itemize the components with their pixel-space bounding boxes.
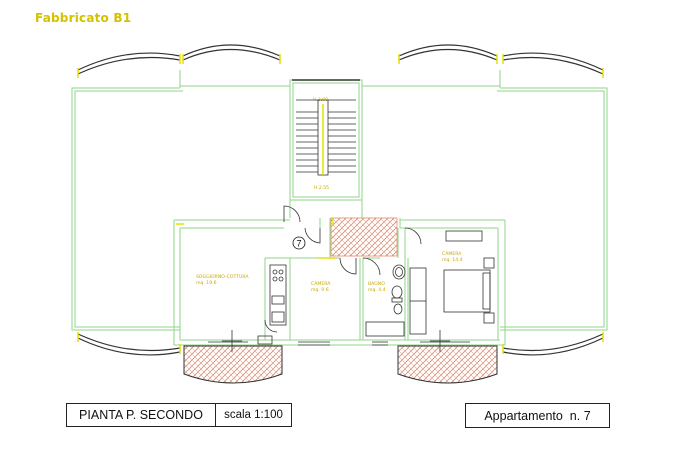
title-divider [215, 404, 216, 426]
staircase [296, 99, 356, 176]
living-label-area: mq. 19.6 [196, 281, 217, 286]
bedroom-small-label-area: mq. 9.6 [311, 288, 329, 293]
bathroom-fixtures [365, 264, 406, 337]
landing-label: H.2.55 [314, 186, 329, 192]
plan-name: PIANTA P. SECONDO [79, 408, 203, 422]
bedroom-small-label: CAMERA mq. 9.6 [311, 282, 330, 294]
stairs-label-name: H.3.00 [313, 98, 329, 103]
bath-label-area: mq. 4.4 [368, 288, 386, 293]
yellow-markers [176, 218, 336, 259]
bath-label-name: BAGNO [368, 282, 385, 287]
living-label-name: SOGGIORNO-COTTURA [196, 275, 249, 280]
balcony-rails [77, 54, 604, 354]
bedroom-large-label-area: mq. 14.4 [442, 258, 463, 263]
apartment-title-box: Appartamento n. 7 [465, 403, 610, 428]
bedroom-large-label: CAMERA mq. 14.4 [442, 252, 463, 264]
stairs-label: H.3.00 [313, 98, 328, 104]
bedroom-furniture [409, 230, 495, 335]
landing-label-name: H.2.55 [314, 186, 330, 191]
bedroom-large-label-name: CAMERA [442, 252, 462, 257]
landing-hatch [330, 217, 398, 257]
living-label: SOGGIORNO-COTTURA mq. 19.6 [196, 275, 249, 287]
apartment-marker-number: 7 [296, 239, 301, 249]
balcony-hatch-left [183, 345, 283, 384]
building-title: Fabbricato B1 [35, 11, 132, 25]
kitchen-counter [257, 264, 287, 345]
bedroom-small-label-name: CAMERA [311, 282, 331, 287]
plan-scale: scala 1:100 [224, 409, 283, 421]
apartment-marker [292, 236, 306, 250]
building-walls [71, 70, 608, 346]
balcony-hatch-right [397, 345, 498, 384]
windows [208, 330, 470, 352]
bath-label: BAGNO mq. 4.4 [368, 282, 386, 294]
apartment-label: Appartamento n. 7 [484, 408, 591, 423]
doors [264, 205, 422, 333]
balconies [77, 44, 604, 356]
plan-title-box: PIANTA P. SECONDO scala 1:100 [66, 403, 292, 427]
